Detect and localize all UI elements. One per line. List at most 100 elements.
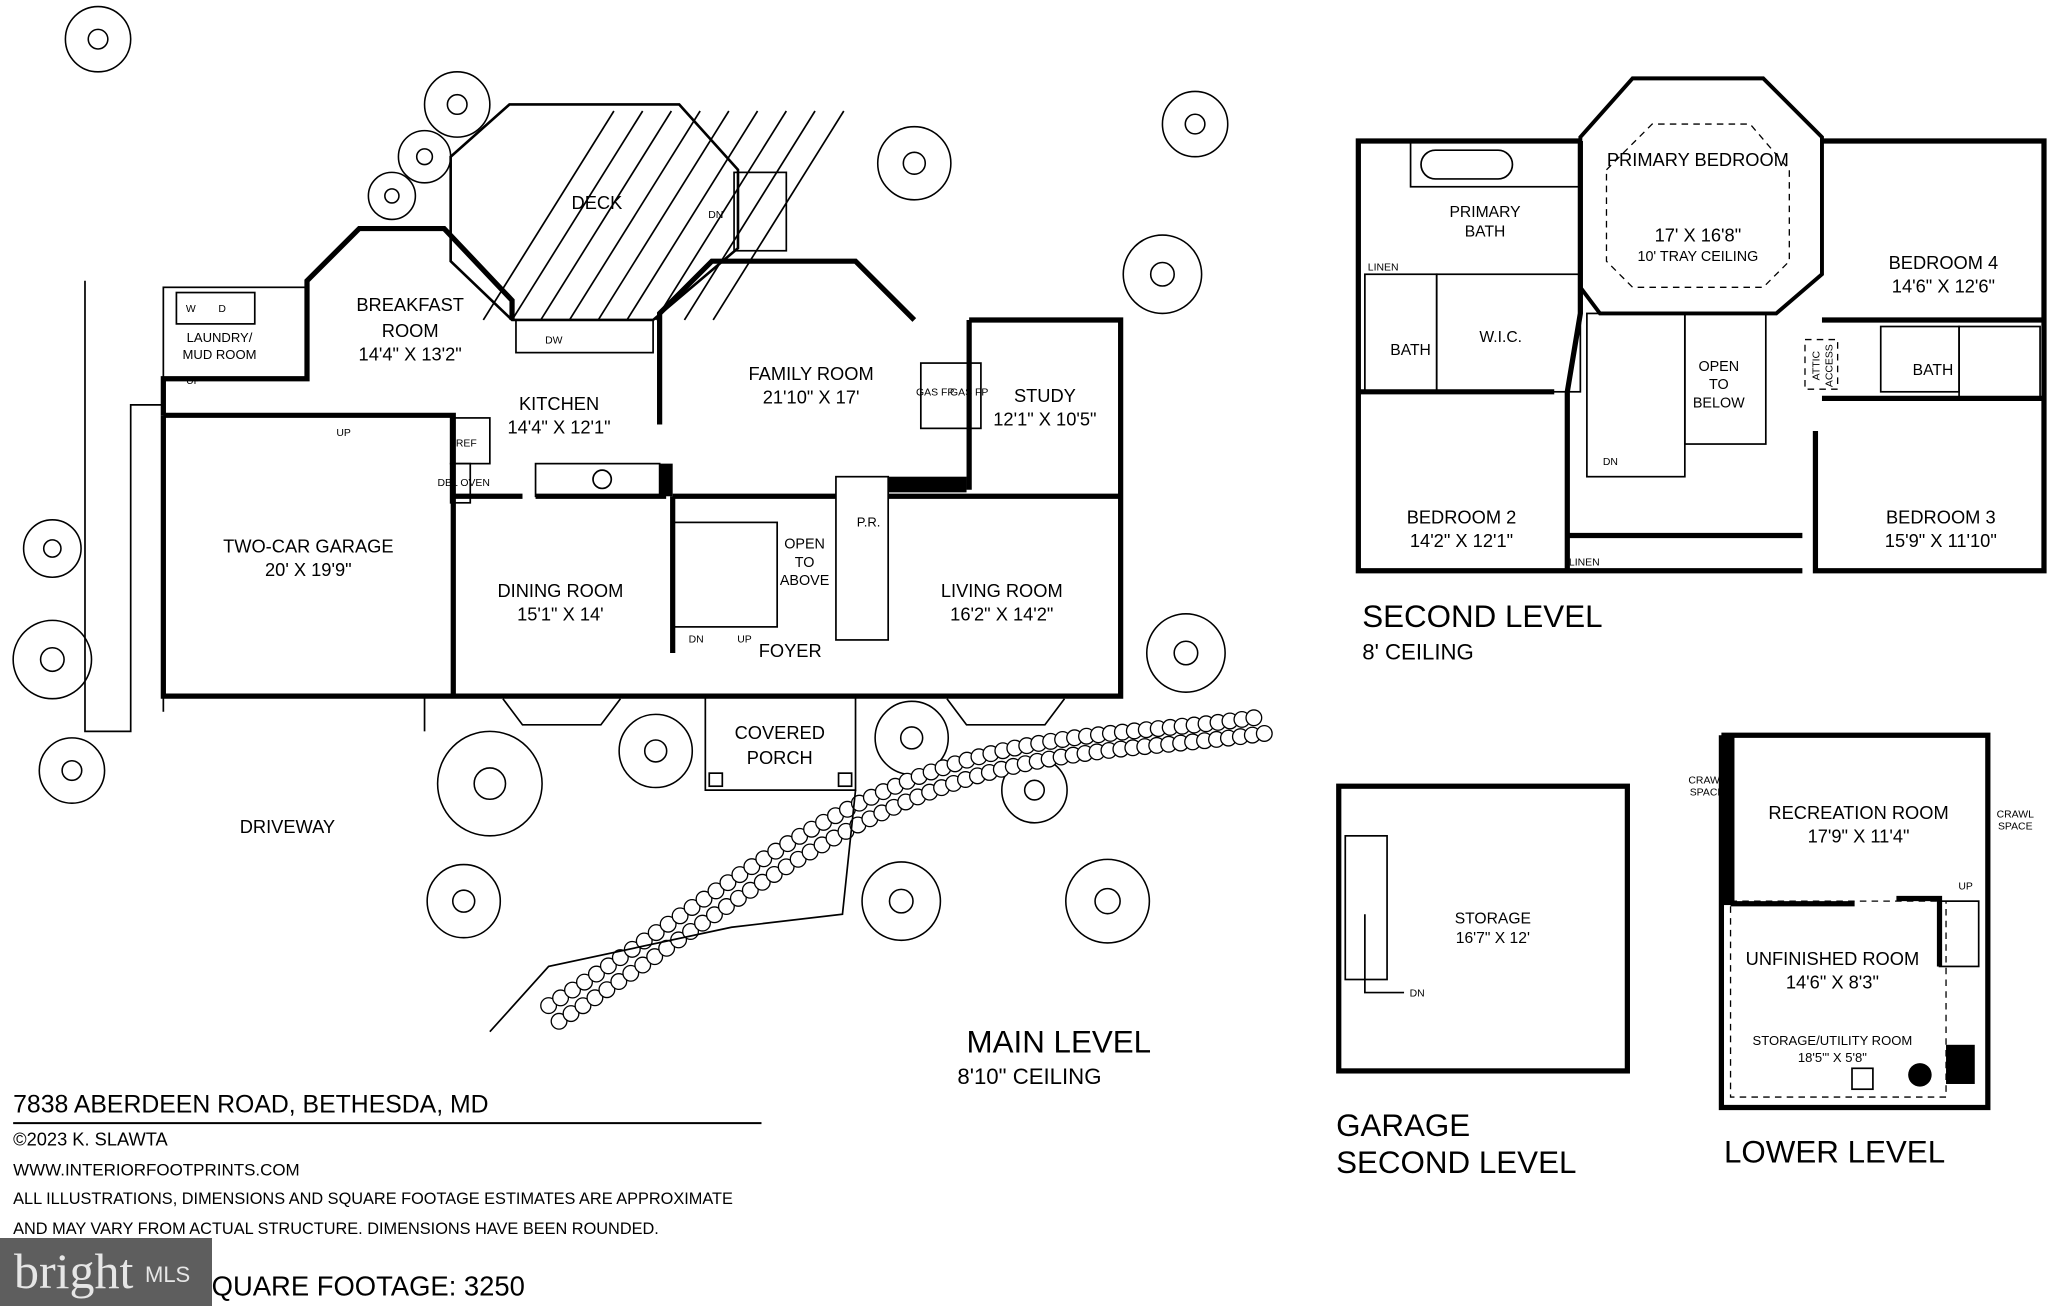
tree-center bbox=[1149, 261, 1175, 287]
stone bbox=[599, 957, 617, 975]
watermark-brand: bright bbox=[14, 1243, 134, 1299]
main-level-title: MAIN LEVEL bbox=[967, 1025, 1152, 1060]
deck-board bbox=[540, 110, 673, 321]
stone bbox=[694, 914, 711, 932]
room-foyer: FOYER bbox=[759, 640, 822, 661]
stone bbox=[550, 1012, 568, 1030]
tree-center bbox=[446, 93, 468, 116]
to-label: TO bbox=[795, 555, 815, 571]
garage-level-title-2: SECOND LEVEL bbox=[1336, 1145, 1576, 1180]
room-laundry: LAUNDRY/ bbox=[187, 330, 253, 345]
stone bbox=[731, 866, 749, 884]
room-bedroom-2-dims: 14'2" X 12'1" bbox=[1410, 530, 1513, 551]
room-utility: STORAGE/UTILITY ROOM bbox=[1753, 1033, 1913, 1048]
linen-label: LINEN bbox=[1368, 262, 1399, 273]
second-level-title: SECOND LEVEL bbox=[1362, 599, 1602, 634]
stone bbox=[695, 890, 713, 908]
stone bbox=[540, 997, 558, 1015]
stone bbox=[611, 949, 629, 967]
deck-board bbox=[482, 110, 615, 321]
to-label-2: TO bbox=[1709, 377, 1729, 393]
room-primary-bath-2: BATH bbox=[1465, 223, 1506, 240]
landscaping bbox=[12, 5, 1229, 944]
stair-up: UP bbox=[737, 635, 752, 646]
powder-room-label: P.R. bbox=[857, 514, 881, 529]
linen-label-2: LINEN bbox=[1569, 557, 1600, 568]
website: WWW.INTERIORFOOTPRINTS.COM bbox=[13, 1160, 300, 1179]
stair-dn: DN bbox=[689, 635, 704, 646]
crawl-label-2: CRAWL bbox=[1997, 810, 2035, 821]
deck-board bbox=[511, 110, 644, 321]
open-label-2: OPEN bbox=[1698, 359, 1739, 375]
tree-center bbox=[87, 28, 109, 50]
garage-second-level-plan bbox=[1336, 783, 1630, 1074]
open-label: OPEN bbox=[784, 537, 825, 553]
stone bbox=[743, 858, 761, 876]
stone bbox=[564, 981, 582, 999]
room-laundry-2: MUD ROOM bbox=[183, 347, 257, 362]
tree-center bbox=[451, 889, 476, 913]
garage-up: UP bbox=[336, 428, 351, 439]
room-primary-bedroom-dims: 17' X 16'8" bbox=[1655, 225, 1742, 246]
stone bbox=[587, 965, 605, 983]
lower-level-title: LOWER LEVEL bbox=[1724, 1134, 1945, 1169]
tree-center bbox=[888, 888, 914, 914]
room-primary-bedroom: PRIMARY BEDROOM bbox=[1607, 149, 1789, 170]
stone bbox=[552, 989, 570, 1007]
room-utility-dims: 18'5'" X 5'8" bbox=[1798, 1050, 1867, 1065]
washer-label: W bbox=[186, 304, 196, 315]
stone bbox=[634, 956, 652, 974]
room-storage: STORAGE bbox=[1455, 910, 1531, 927]
room-study-dims: 12'1" X 10'5" bbox=[993, 409, 1096, 430]
room-bedroom-4-dims: 14'6" X 12'6" bbox=[1892, 276, 1995, 297]
room-deck: DECK bbox=[572, 192, 623, 213]
stone bbox=[765, 865, 783, 883]
garage-level-title: GARAGE bbox=[1336, 1108, 1470, 1143]
stone bbox=[767, 842, 785, 860]
space-label-2: SPACE bbox=[1998, 821, 2033, 832]
stone bbox=[741, 881, 759, 899]
room-living: LIVING ROOM bbox=[941, 580, 1063, 601]
second-level-ceiling: 8' CEILING bbox=[1362, 640, 1474, 665]
tree-center bbox=[1184, 113, 1206, 135]
room-dining-dims: 15'1" X 14' bbox=[517, 603, 604, 624]
room-bath-2: BATH bbox=[1390, 342, 1431, 359]
level-titles: MAIN LEVEL 8'10" CEILING SECOND LEVEL 8'… bbox=[957, 599, 1945, 1180]
attic-label: ATTIC bbox=[1811, 351, 1822, 381]
gas-fp-label: GAS FP bbox=[916, 388, 954, 399]
driveway-label: DRIVEWAY bbox=[240, 816, 335, 837]
stone bbox=[647, 924, 665, 942]
stone bbox=[659, 915, 677, 933]
room-kitchen-dims: 14'4" X 12'1" bbox=[507, 417, 610, 438]
room-recreation-dims: 17'9" X 11'4" bbox=[1808, 825, 1910, 846]
copyright: ©2023 K. SLAWTA bbox=[13, 1128, 168, 1149]
room-living-dims: 16'2" X 14'2" bbox=[950, 603, 1053, 624]
dryer-label: D bbox=[218, 304, 226, 315]
tree-center bbox=[899, 726, 924, 750]
access-label: ACCESS bbox=[1824, 344, 1835, 387]
tray-ceiling-note: 10' TRAY CEILING bbox=[1637, 249, 1758, 265]
room-storage-dims: 16'7" X 12' bbox=[1456, 930, 1530, 947]
stone bbox=[1255, 724, 1273, 742]
room-breakfast-dims: 14'4" X 13'2" bbox=[359, 343, 462, 364]
deck-board bbox=[712, 110, 845, 321]
tree-center bbox=[902, 151, 927, 176]
tree-center bbox=[643, 739, 668, 763]
tree-center bbox=[42, 539, 62, 558]
stone bbox=[729, 889, 747, 907]
stone bbox=[755, 850, 773, 868]
stone bbox=[622, 964, 640, 982]
deck-board bbox=[568, 110, 701, 321]
room-garage-dims: 20' X 19'9" bbox=[265, 559, 352, 580]
stone bbox=[575, 973, 593, 991]
room-bedroom-4: BEDROOM 4 bbox=[1889, 252, 1999, 273]
watermark-suffix: MLS bbox=[145, 1262, 191, 1287]
dw-label: DW bbox=[545, 335, 563, 346]
stone bbox=[574, 997, 592, 1015]
stone bbox=[777, 858, 795, 876]
stone bbox=[683, 898, 701, 916]
room-recreation: RECREATION ROOM bbox=[1768, 802, 1948, 823]
deck-board bbox=[597, 110, 730, 321]
ref-label: REF bbox=[456, 439, 477, 450]
disclaimer-line-2: AND MAY VARY FROM ACTUAL STRUCTURE. DIME… bbox=[13, 1220, 659, 1238]
